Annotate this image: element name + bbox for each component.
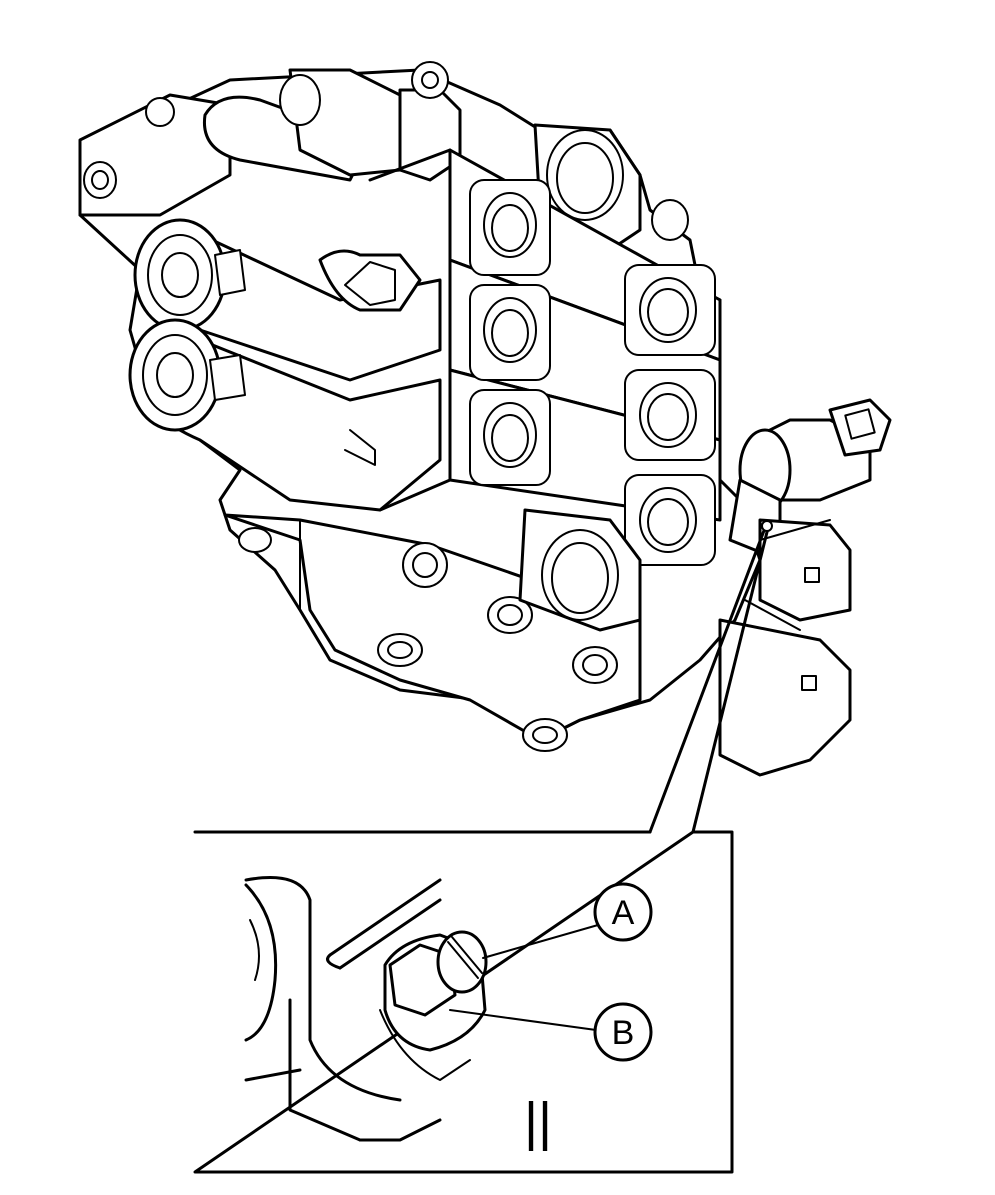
- inset-mark: ||: [524, 1092, 552, 1152]
- callout-a-leader: [482, 924, 599, 959]
- callout-a-circle: [593, 882, 653, 942]
- solenoid-coils: [128, 218, 442, 512]
- callout-a-label: A: [612, 894, 635, 932]
- leader-line-right: [691, 526, 770, 834]
- section-ports: [469, 179, 716, 566]
- inset-detail: A B ||: [193, 830, 734, 1174]
- inset-frame: [193, 830, 734, 1174]
- callout-b-circle: [593, 1002, 653, 1062]
- adjusting-screw: [436, 930, 488, 994]
- callout-b-label: B: [612, 1014, 635, 1052]
- right-solenoid-group: [718, 398, 892, 777]
- leader-origin: [761, 520, 773, 532]
- callout-b-leader: [449, 1009, 597, 1031]
- valve-body: [78, 61, 762, 752]
- leader-line-left: [648, 526, 767, 834]
